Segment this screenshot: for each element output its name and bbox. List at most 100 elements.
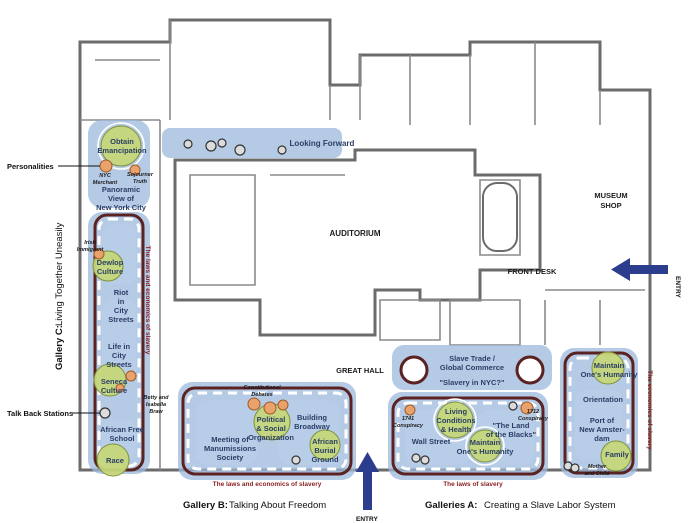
exhibit-label-political-2: & Social xyxy=(256,424,286,433)
personality-label-irish-1: Irish xyxy=(84,240,96,246)
legend-personalities: Personalities xyxy=(7,162,54,171)
personality-label-sojourner-2: Truth xyxy=(133,179,148,185)
exhibit-label-seneca-1: Seneca xyxy=(101,377,128,386)
entry-label-east: ENTRY xyxy=(674,276,681,298)
gallery-b-title-subtitle: Talking About Freedom xyxy=(229,500,326,511)
exhibit-label-riot-3: City xyxy=(114,306,129,315)
exhibit-label-family: Family xyxy=(605,450,630,459)
talk-back-station-marker xyxy=(291,455,301,465)
personality-label-1741-1: 1741 xyxy=(402,416,414,422)
exhibit-label-life-3: Streets xyxy=(106,360,131,369)
galleries-a-title-subtitle: Creating a Slave Labor System xyxy=(484,500,616,511)
personality-label-betty-2: Isabella xyxy=(146,402,166,408)
personality-label-nyc-merchant-2: Merchant xyxy=(93,180,119,186)
talk-back-station-marker xyxy=(411,453,421,463)
zone-label-looking-forward: Looking Forward xyxy=(290,139,355,148)
personality-label-constitutional-1: Constitutional xyxy=(244,385,281,391)
personality-label-constitutional-2: Debates xyxy=(251,392,272,398)
exhibit-circles xyxy=(92,122,632,477)
talk-back-station-marker xyxy=(183,139,193,149)
exhibit-label-dewlop-2: Culture xyxy=(97,267,123,276)
looking-forward-corridor xyxy=(162,128,342,158)
exhibit-label-maintain-b-1: Maintain xyxy=(594,361,625,370)
personality-label-1712-1: 1712 xyxy=(527,409,539,415)
exhibit-label-riot-1: Riot xyxy=(114,288,129,297)
personality-label-1712-2: Conspiracy xyxy=(518,416,549,422)
exhibit-label-political-3: Organization xyxy=(248,433,294,442)
exhibit-label-living-1: Living xyxy=(445,407,468,416)
personality-marker xyxy=(99,159,113,173)
personality-marker xyxy=(520,401,534,415)
exhibit-marker xyxy=(468,429,502,463)
personality-label-sojourner-1: Sojourner xyxy=(127,172,154,178)
exhibit-label-african-free-1: African Free xyxy=(100,425,144,434)
personality-marker xyxy=(404,404,416,416)
room-label-great-hall: GREAT HALL xyxy=(336,366,384,375)
personality-label-nyc-merchant-1: NYC xyxy=(99,173,112,179)
exhibit-label-panoramic-3: New York City xyxy=(96,203,147,212)
exhibit-label-manumissions-3: Society xyxy=(217,453,245,462)
exhibit-label-manumissions-2: Manumissions xyxy=(204,444,256,453)
entry-arrow-south xyxy=(356,452,379,510)
exhibit-label-life-2: City xyxy=(112,351,127,360)
personality-label-betty-3: Braw xyxy=(149,409,163,415)
exhibit-label-obtain-emancipation-1: Obtain xyxy=(110,137,134,146)
gallery-c-title: Gallery C: Living Together Uneasily xyxy=(54,222,65,370)
exhibit-label-life-1: Life in xyxy=(108,342,131,351)
personality-label-irish-2: Immigrant xyxy=(77,247,105,253)
galleries-a-economics: The economics of slavery xyxy=(646,370,653,450)
exhibit-label-seneca-2: Culture xyxy=(101,386,127,395)
exhibit-label-obtain-emancipation-2: Emancipation xyxy=(97,146,147,155)
exhibit-label-port-1: Port of xyxy=(590,416,615,425)
exhibit-marker xyxy=(309,429,341,461)
personality-marker xyxy=(93,248,105,260)
exhibit-label-port-3: dam xyxy=(594,434,610,443)
exhibit-label-african-free-2: School xyxy=(109,434,134,443)
exhibit-label-slave-trade-1: Slave Trade / xyxy=(449,354,496,363)
exhibit-label-maintain-b-2: One's Humanity xyxy=(581,370,639,379)
personality-marker xyxy=(125,370,137,382)
exhibit-label-burial-1: African xyxy=(312,437,338,446)
galleries-a-laws-slavery: The laws of slavery xyxy=(443,481,503,488)
talk-back-station-marker xyxy=(570,463,580,473)
talk-back-station-marker xyxy=(277,145,287,155)
gallery-c-title-subtitle: Living Together Uneasily xyxy=(54,222,65,326)
personality-marker xyxy=(115,383,125,393)
personality-marker xyxy=(129,164,141,176)
exhibit-label-panoramic-2: View of xyxy=(108,194,135,203)
personality-label-1741-2: Conspiracy xyxy=(393,423,424,429)
room-label-front-desk: FRONT DESK xyxy=(508,267,557,276)
exhibit-marker xyxy=(96,443,130,477)
personality-marker xyxy=(277,399,289,411)
talk-back-station-marker xyxy=(217,138,227,148)
entry-label-south: ENTRY xyxy=(356,516,378,523)
callout-lines xyxy=(58,165,100,414)
exhibit-label-political-1: Political xyxy=(257,415,286,424)
room-label-auditorium: AUDITORIUM xyxy=(330,229,381,238)
talk-back-station-markers xyxy=(99,138,580,473)
exhibit-label-race: Race xyxy=(106,456,124,465)
gallery-c-laws-economics: The laws and economics of slavery xyxy=(144,246,151,355)
personality-marker xyxy=(247,397,261,411)
exhibit-label-maintain-a-2: One's Humanity xyxy=(457,447,515,456)
talk-back-station-marker xyxy=(99,407,111,419)
personality-label-betty-1: Betty and xyxy=(143,395,169,401)
exhibit-label-living-2: Conditions xyxy=(436,416,475,425)
building-walls xyxy=(78,18,652,472)
exhibit-label-broadway-1: Building xyxy=(297,413,327,422)
exhibit-marker xyxy=(436,401,474,439)
entry-arrow-east xyxy=(611,258,668,281)
legend-talk-back-stations: Talk Back Stations xyxy=(7,409,73,418)
exhibit-label-riot-2: in xyxy=(118,297,125,306)
talk-back-station-marker xyxy=(205,140,217,152)
exhibit-label-manumissions-1: Meeting of xyxy=(211,435,249,444)
exhibit-label-living-3: & Health xyxy=(441,425,472,434)
gallery-b-laws-economics: The laws and economics of slavery xyxy=(213,481,322,488)
exhibit-label-land-2: of the Blacks" xyxy=(486,430,537,439)
talk-back-station-marker xyxy=(420,455,430,465)
galleries-a-title-name: Galleries A: xyxy=(425,500,477,511)
personality-marker xyxy=(263,401,277,415)
exhibit-label-land-1: "The Land xyxy=(493,421,530,430)
exhibit-marker xyxy=(591,351,625,385)
